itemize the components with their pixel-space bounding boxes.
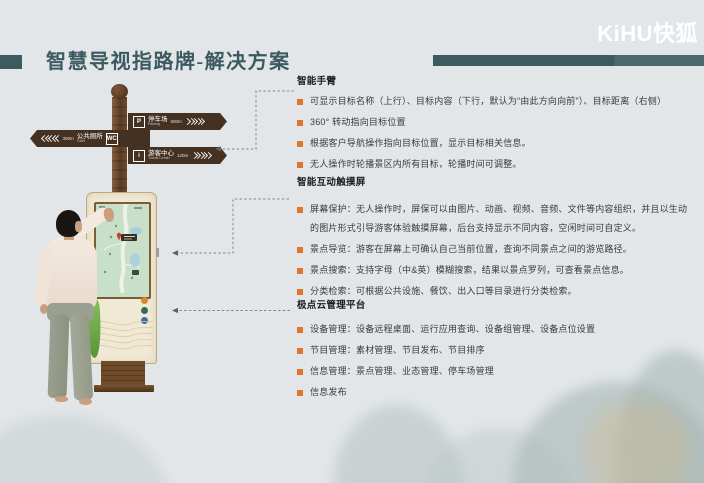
leader-arrow-icon <box>172 307 178 314</box>
kiosk-base-plate <box>94 385 154 392</box>
sign-toilet-icon: WC <box>105 132 118 145</box>
bullet-item: 设备管理：设备远程桌面、运行应用查询、设备组管理、设备点位设置 <box>297 320 693 339</box>
signpost-pole <box>112 97 127 197</box>
bullet-square-icon <box>297 347 303 354</box>
bullet-text: 根据客户导航操作指向目标位置，显示目标相关信息。 <box>310 138 531 148</box>
sign-label-en: Toilet <box>76 139 85 143</box>
bullet-square-icon <box>297 246 303 253</box>
kiosk-icon-orange <box>141 297 148 304</box>
kiosk-side-button <box>156 248 159 257</box>
sign-label-en: Parking <box>148 122 160 126</box>
person-face <box>75 221 82 232</box>
bullet-square-icon <box>297 98 303 105</box>
bullet-item: 信息管理：景点管理、业态管理、停车场管理 <box>297 362 693 381</box>
bullet-text: 景点搜索：支持字母（中&英）模糊搜索，结果以景点罗列，可查看景点信息。 <box>310 265 630 275</box>
section-heading-touchscreen: 智能互动触摸屏 <box>297 177 366 188</box>
kiosk-icon-teal <box>141 307 148 314</box>
bullet-item: 景点导览：游客在屏幕上可确认自己当前位置，查询不同景点之间的游览路径。 <box>297 240 693 259</box>
signpost-finial <box>111 84 128 99</box>
sign-info-icon: i <box>133 150 145 162</box>
bullet-text: 360° 转动指向目标位置 <box>310 117 406 127</box>
chevron-arrows-icon <box>40 134 63 143</box>
bullet-text: 分类检索：可根据公共设施、餐饮、出入口等目录进行分类检索。 <box>310 286 577 296</box>
person-left-hand <box>40 304 48 314</box>
bullet-square-icon <box>297 368 303 375</box>
section-heading-smart-arm: 智能手臂 <box>297 76 337 87</box>
bullet-item: 无人操作时轮播景区内所有目标，轮播时间可调整。 <box>297 155 693 174</box>
contour-waves <box>89 320 153 350</box>
chevron-icon <box>205 152 212 159</box>
bullet-square-icon <box>297 389 303 396</box>
bullet-item: 屏幕保护：无人操作时，屏保可以由图片、动画、视频、音频、文件等内容组织，并且以生… <box>297 200 693 238</box>
bullet-text: 屏幕保护：无人操作时，屏保可以由图片、动画、视频、音频、文件等内容组织，并且以生… <box>310 204 688 233</box>
brand-logo: KiHU快狐 <box>597 21 698 46</box>
bullet-item: 分类检索：可根据公共设施、餐饮、出入口等目录进行分类检索。 <box>297 282 693 301</box>
person-left-leg <box>47 313 70 399</box>
sign-parking-icon: P <box>133 116 145 128</box>
chevron-arrows-icon <box>187 119 205 124</box>
title-accent-bar <box>433 55 704 66</box>
bullet-item: 可显示目标名称（上行）、目标内容（下行，默认为“由此方向向前”）、目标距离（右侧… <box>297 92 693 111</box>
bullet-text: 景点导览：游客在屏幕上可确认自己当前位置，查询不同景点之间的游览路径。 <box>310 244 633 254</box>
chevron-arrows-icon <box>193 153 211 158</box>
sign-distance: 120m <box>177 153 189 158</box>
bullet-text: 信息管理：景点管理、业态管理、停车场管理 <box>310 366 495 376</box>
mountain-wash-left <box>0 415 170 483</box>
bullet-text: 设备管理：设备远程桌面、运行应用查询、设备组管理、设备点位设置 <box>310 324 596 334</box>
bullet-item: 360° 转动指向目标位置 <box>297 113 693 132</box>
bullet-square-icon <box>297 119 303 126</box>
kiosk-icon-blue <box>141 317 148 324</box>
title-accent-chip <box>0 55 22 69</box>
leader-line-screen <box>177 198 289 254</box>
bullet-list-cloud-platform: 设备管理：设备远程桌面、运行应用查询、设备组管理、设备点位设置节目管理：素材管理… <box>297 320 693 404</box>
bullet-square-icon <box>297 206 303 213</box>
sign-distance: 300m <box>62 136 74 141</box>
sign-label-zh: 游客中心 <box>148 149 174 157</box>
sign-distance: 500m <box>170 119 182 124</box>
bullet-list-smart-arm: 可显示目标名称（上行）、目标内容（下行，默认为“由此方向向前”）、目标距离（右侧… <box>297 92 693 176</box>
bullet-list-touchscreen: 屏幕保护：无人操作时，屏保可以由图片、动画、视频、音频、文件等内容组织，并且以生… <box>297 200 693 303</box>
section-heading-cloud-platform: 极点云管理平台 <box>297 300 366 311</box>
bullet-text: 信息发布 <box>310 387 347 397</box>
bullet-text: 节目管理：素材管理、节目发布、节目排序 <box>310 345 485 355</box>
bullet-item: 根据客户导航操作指向目标位置，显示目标相关信息。 <box>297 134 693 153</box>
kiosk-wood-base <box>101 361 145 386</box>
sign-label-zh: 停车场 <box>148 115 168 123</box>
bullet-item: 信息发布 <box>297 383 693 402</box>
mountain-warm-tint <box>585 400 690 483</box>
bullet-item: 节目管理：素材管理、节目发布、节目排序 <box>297 341 693 360</box>
person-right-foot <box>79 398 92 405</box>
sign-label-zh: 公共厕所 <box>76 132 103 140</box>
bullet-text: 无人操作时轮播景区内所有目标，轮播时间可调整。 <box>310 159 522 169</box>
bullet-square-icon <box>297 326 303 333</box>
bullet-square-icon <box>297 140 303 147</box>
bullet-square-icon <box>297 288 303 295</box>
bullet-square-icon <box>297 161 303 168</box>
bullet-text: 可显示目标名称（上行）、目标内容（下行，默认为“由此方向向前”）、目标距离（右侧… <box>310 96 667 106</box>
sign-label-en: Tourist Center <box>148 156 170 160</box>
leader-arrow-icon <box>172 250 178 256</box>
page-title: 智慧导视指路牌-解决方案 <box>46 51 291 73</box>
person-left-foot <box>55 396 68 402</box>
bullet-item: 景点搜索：支持字母（中&英）模糊搜索，结果以景点罗列，可查看景点信息。 <box>297 261 693 280</box>
map-pin-icon <box>116 232 137 241</box>
bullet-square-icon <box>297 267 303 274</box>
leader-line-arm <box>220 90 294 150</box>
